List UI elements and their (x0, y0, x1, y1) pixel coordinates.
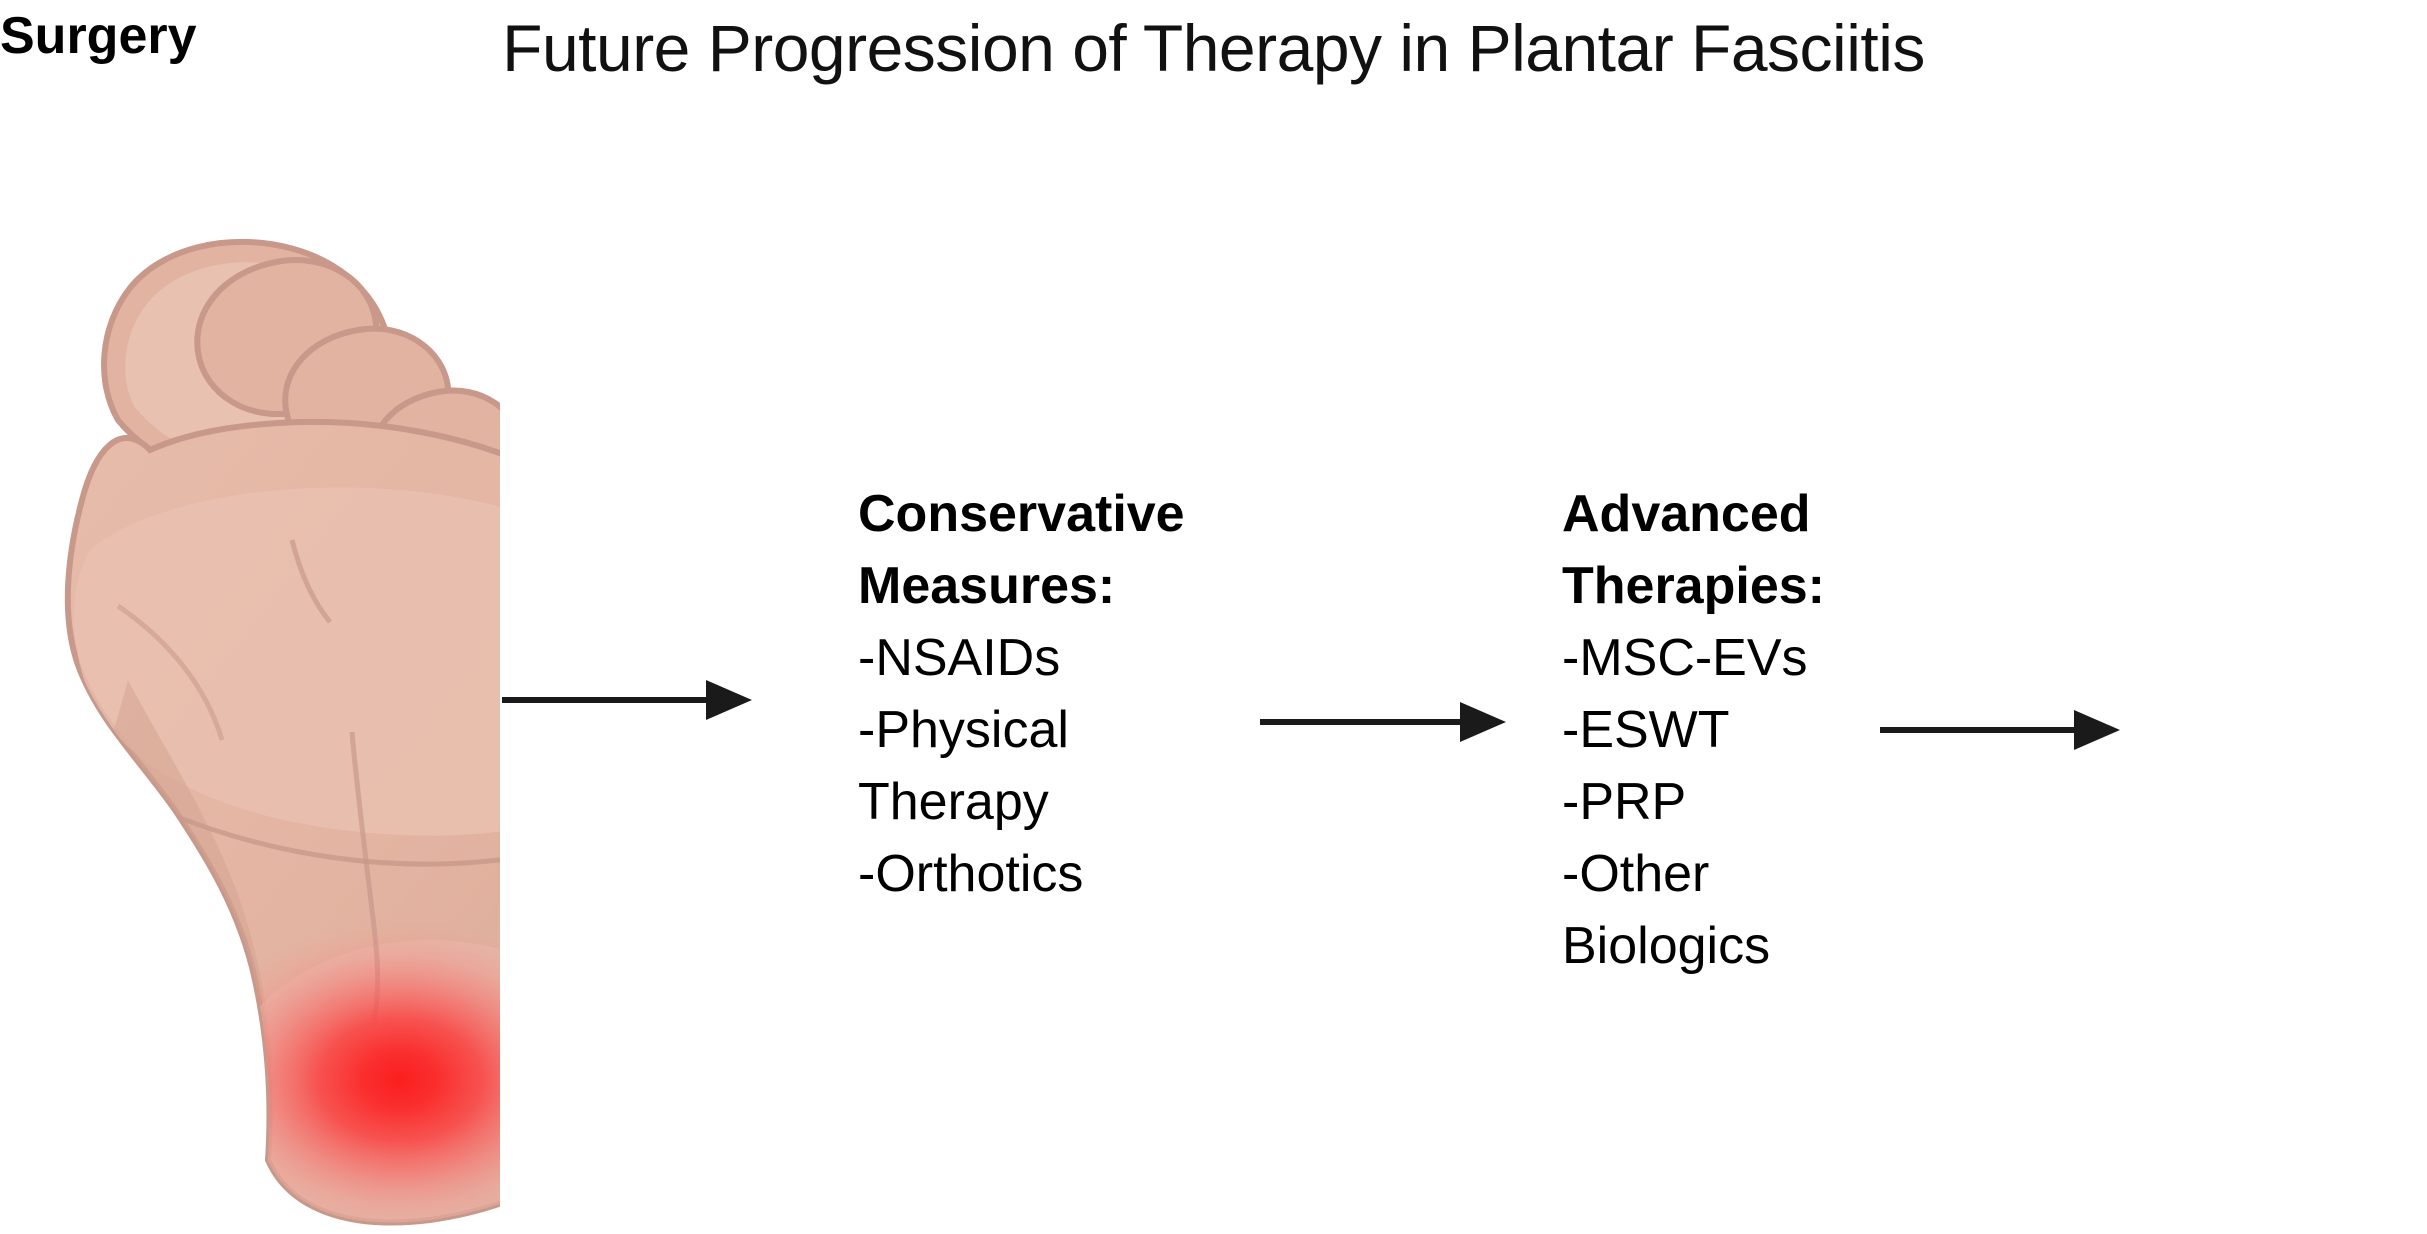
stage-conservative-heading: Conservative Measures: (858, 485, 1185, 615)
arrow-right-icon (1260, 702, 1506, 742)
arrow-right-icon (502, 680, 752, 720)
stage-surgery-label: Surgery (0, 7, 197, 65)
pain-gradient (185, 920, 615, 1223)
arrow-right-icon (1880, 710, 2120, 750)
stage-advanced-heading: Advanced Therapies: (1562, 485, 1825, 615)
toe-crease (289, 539, 332, 624)
forefoot-pad (74, 487, 692, 836)
stage-advanced-therapies: Advanced Therapies: -MSC-EVs -ESWT -PRP … (1562, 478, 1942, 982)
foot-sole-svg (64, 238, 704, 1226)
stage-advanced-items: -MSC-EVs -ESWT -PRP -Other Biologics (1562, 629, 1808, 975)
stage-conservative-items: -NSAIDs -Physical Therapy -Orthotics (858, 629, 1084, 903)
page-title: Future Progression of Therapy in Plantar… (502, 11, 1925, 85)
arrow-foot-to-conservative (500, 672, 760, 728)
heel-pain-marker (185, 920, 615, 1223)
arch-line (116, 603, 225, 741)
stage-conservative-measures: Conservative Measures: -NSAIDs -Physical… (858, 478, 1258, 910)
arrow-advanced-to-surgery (1878, 702, 2128, 758)
arrow-conservative-to-advanced (1258, 694, 1514, 750)
plantar-foot-illustration (0, 120, 704, 1234)
